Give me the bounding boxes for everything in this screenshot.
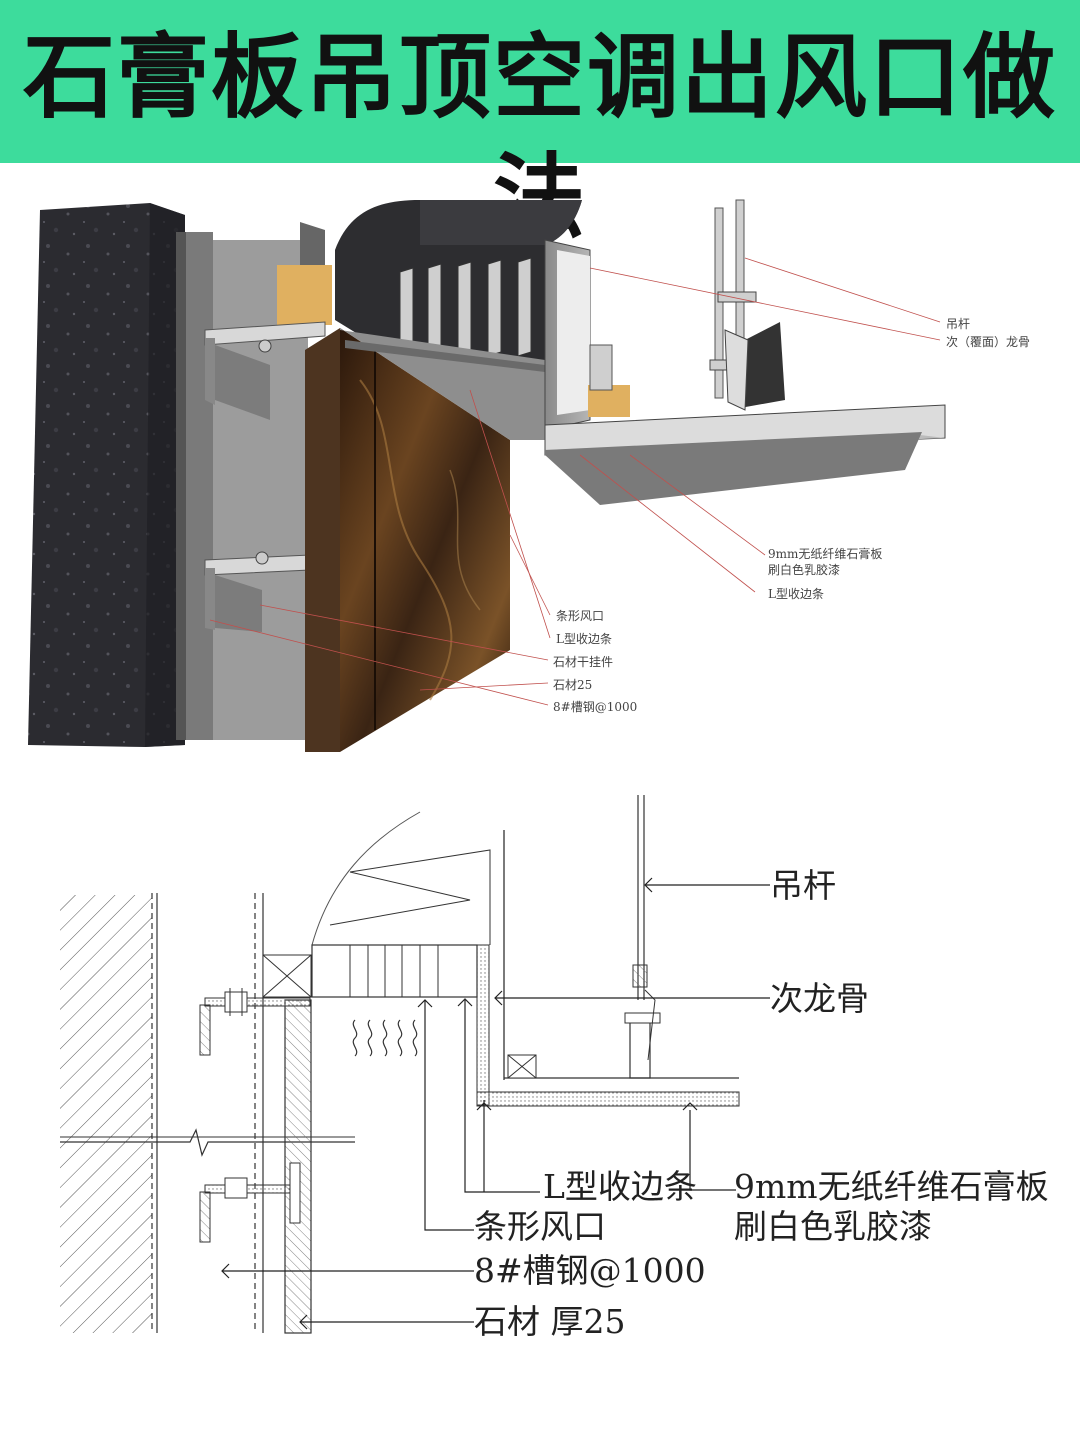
model-illustration: 吊杆 次（覆面）龙骨 9mm无纸纤维石膏板 刷白色乳胶漆 L型收边条 条形风口 … (28, 199, 1030, 752)
page-title: 石膏板吊顶空调出风口做法 (22, 24, 1057, 251)
section-label-secondary-keel: 次龙骨 (770, 979, 869, 1018)
title-banner: 石膏板吊顶空调出风口做法 (0, 0, 1080, 251)
marble-edge (305, 328, 340, 752)
section-label-l-trim: L型收边条 (543, 1167, 697, 1206)
wood-block (277, 265, 332, 325)
concrete-wall (28, 203, 185, 747)
section-label-hanger-rod: 吊杆 (770, 866, 836, 905)
model-label-board-2: 刷白色乳胶漆 (768, 562, 840, 577)
model-label-secondary-keel: 次（覆面）龙骨 (946, 335, 1030, 349)
model-label-l-edge: L型收边条 (556, 632, 612, 646)
slot-vent (311, 944, 478, 998)
l-trim-section (476, 944, 490, 1106)
model-label-stone-25: 石材25 (553, 678, 592, 692)
section-label-stone: 石材 厚25 (474, 1302, 625, 1341)
marble-panel (340, 328, 510, 752)
model-label-slot-vent: 条形风口 (556, 609, 604, 623)
section-label-slot-vent: 条形风口 (474, 1207, 606, 1246)
model-label-hanger-rod: 吊杆 (946, 317, 970, 331)
gypsum-board-section (476, 1091, 740, 1107)
airflow-icon (352, 1019, 418, 1057)
section-drawing: 吊杆 次龙骨 L型收边条 9mm无纸纤维石膏板 刷白色乳胶漆 条形风口 8#槽钢… (60, 795, 1049, 1341)
stone-hanger (204, 321, 329, 632)
model-label-stone-hanger: 石材干挂件 (553, 655, 613, 669)
section-label-channel-steel: 8#槽钢@1000 (474, 1251, 706, 1290)
channel-steel (185, 232, 213, 740)
secondary-keel (740, 322, 785, 408)
wall-hatch (60, 895, 152, 1333)
model-label-board-1: 9mm无纸纤维石膏板 (768, 546, 882, 561)
section-label-board-1: 9mm无纸纤维石膏板 (734, 1167, 1049, 1206)
model-leader-lines (209, 257, 941, 706)
model-label-l-trim: L型收边条 (768, 587, 824, 601)
section-leader-lines (221, 877, 770, 1330)
vent-fins (399, 257, 532, 357)
model-label-channel-steel: 8#槽钢@1000 (553, 700, 637, 714)
section-label-board-2: 刷白色乳胶漆 (734, 1207, 932, 1246)
